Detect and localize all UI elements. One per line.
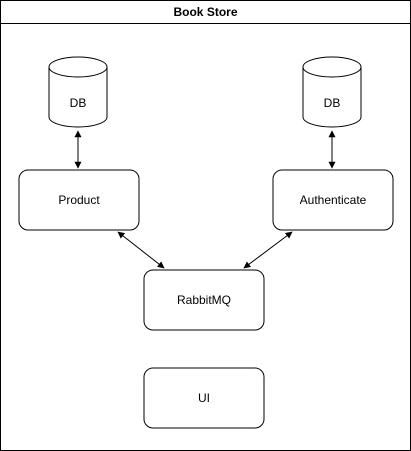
db-right-cylinder[interactable]: DB xyxy=(302,56,362,128)
ui-label: UI xyxy=(198,391,210,405)
rabbitmq-label: RabbitMQ xyxy=(177,293,231,307)
container-header: Book Store xyxy=(1,1,410,24)
product-node[interactable]: Product xyxy=(18,169,140,231)
authenticate-node[interactable]: Authenticate xyxy=(272,169,394,231)
rabbitmq-node[interactable]: RabbitMQ xyxy=(143,269,265,331)
product-label: Product xyxy=(58,193,100,207)
connector-product-rabbitmq xyxy=(117,231,165,269)
container-title: Book Store xyxy=(173,5,238,19)
db-left-cylinder[interactable]: DB xyxy=(48,56,108,128)
connector-authenticate-rabbitmq xyxy=(243,231,293,269)
ui-node[interactable]: UI xyxy=(143,367,265,429)
authenticate-label: Authenticate xyxy=(300,193,367,207)
db-right-label: DB xyxy=(324,96,341,110)
db-left-label: DB xyxy=(70,96,87,110)
